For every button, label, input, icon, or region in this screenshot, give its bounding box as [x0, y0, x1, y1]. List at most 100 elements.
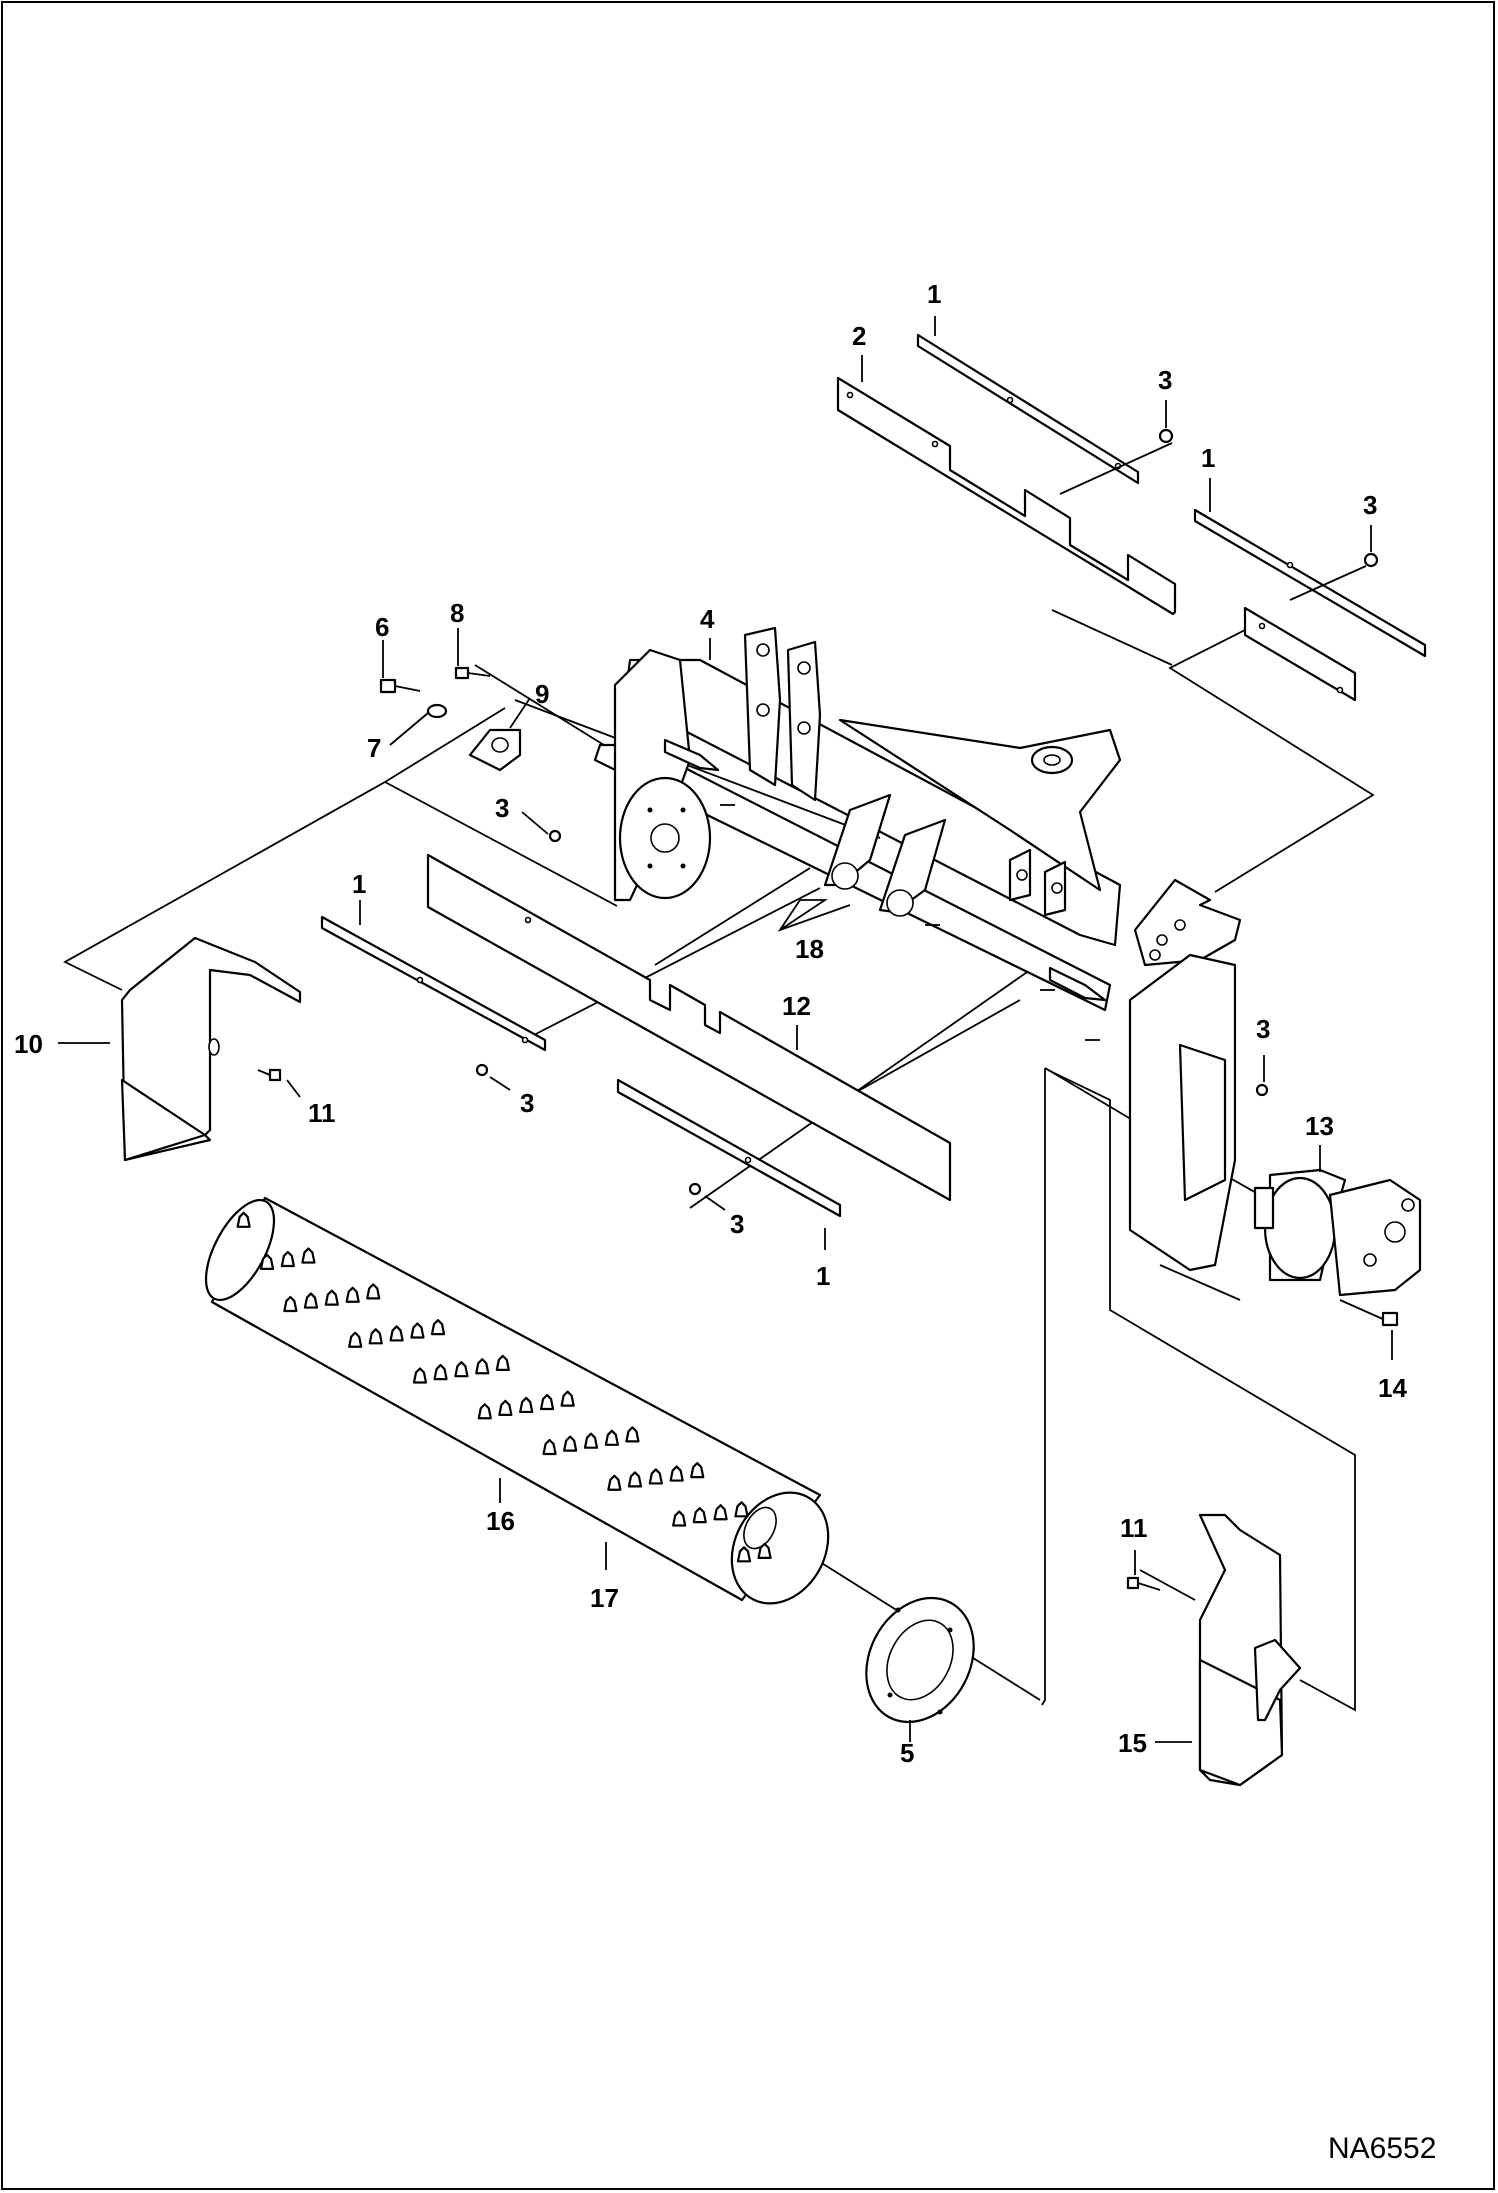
cutter-tooth	[348, 1331, 363, 1348]
callout-4: 4	[700, 604, 715, 634]
assembly-lines	[63, 442, 1375, 1712]
callouts: 1 2 3 1 3 6 8 4 9 7 3 1 18 12 10 11 3 3 …	[14, 279, 1407, 1768]
shield-part-15	[1198, 1513, 1302, 1787]
cutter-tooth	[366, 1283, 381, 1300]
cutter-tooth	[607, 1474, 622, 1491]
cutter-tooth	[690, 1462, 705, 1479]
callout-15: 15	[1118, 1728, 1147, 1758]
cutter-tooth	[301, 1247, 316, 1264]
callout-1-top: 1	[927, 279, 941, 309]
cutter-tooth	[757, 1542, 772, 1559]
right-end-plate	[1128, 953, 1237, 1272]
callout-13: 13	[1305, 1111, 1334, 1141]
callout-3-left: 3	[495, 793, 509, 823]
cutter-tooth	[303, 1292, 319, 1309]
nut-3f	[1255, 1083, 1269, 1097]
bolt-part-11-left	[257, 1068, 282, 1082]
cutter-tooth	[345, 1286, 360, 1303]
strip-part-1-top	[916, 333, 1140, 485]
callout-3-low: 3	[730, 1209, 744, 1239]
washer-part-7	[426, 703, 448, 719]
callout-9: 9	[535, 679, 549, 709]
cutter-tooth	[563, 1435, 578, 1452]
cutter-tooth	[368, 1328, 383, 1345]
cutter-tooth	[648, 1468, 663, 1485]
callout-8: 8	[450, 598, 464, 628]
callout-3-motor: 3	[1256, 1014, 1270, 1044]
skirt-part-2	[836, 376, 1177, 616]
callout-11-left: 11	[308, 1098, 336, 1128]
cutter-tooth	[477, 1403, 492, 1420]
cutter-tooth	[539, 1393, 555, 1411]
bolt-part-6	[379, 678, 421, 694]
cutter-tooth	[542, 1438, 557, 1456]
bolt-part-8	[454, 666, 491, 680]
callout-10: 10	[14, 1029, 43, 1059]
cutter-tooth	[736, 1546, 752, 1563]
cutter-tooth	[475, 1358, 490, 1375]
callout-1-low: 1	[816, 1261, 830, 1291]
strip-part-1-mid	[320, 915, 547, 1052]
cutter-tooth	[283, 1295, 298, 1313]
callout-11-right: 11	[1120, 1513, 1148, 1543]
cutter-tooth	[627, 1471, 643, 1488]
cutter-tooth	[389, 1325, 404, 1342]
motor-part-13	[1253, 1168, 1422, 1297]
bearing-part-9	[468, 728, 522, 772]
callout-5: 5	[900, 1738, 914, 1768]
callout-16: 16	[486, 1506, 515, 1536]
nut-3d	[475, 1063, 489, 1077]
callout-2: 2	[852, 321, 866, 351]
cutter-tooth	[495, 1354, 510, 1371]
cutter-tooth	[412, 1367, 428, 1384]
callout-3-top: 3	[1158, 365, 1172, 395]
nut-3e	[688, 1182, 702, 1196]
cutter-tooth	[734, 1501, 749, 1518]
callout-6: 6	[375, 612, 389, 642]
shield-part-10	[120, 936, 302, 1162]
cutter-tooth	[433, 1363, 448, 1381]
cutter-tooth	[604, 1429, 619, 1446]
cutter-tooth	[410, 1322, 425, 1339]
cutter-tooth	[560, 1390, 575, 1407]
cutter-tooth	[454, 1361, 469, 1378]
callout-leaders	[58, 316, 1393, 1743]
cutter-tooth	[583, 1432, 599, 1449]
cutter-tooth	[669, 1465, 684, 1482]
callout-1-right: 1	[1201, 443, 1215, 473]
bolt-part-14	[1339, 1299, 1399, 1327]
cutter-tooth	[259, 1253, 275, 1270]
cutter-tooth	[672, 1510, 687, 1527]
cutter-tooth	[324, 1289, 339, 1306]
drawing-code: NA6552	[1328, 2132, 1436, 2165]
cutter-tooth	[236, 1211, 251, 1228]
bolt-part-11-right	[1126, 1576, 1161, 1591]
cutter-tooth	[280, 1250, 295, 1268]
ring-part-5	[865, 1596, 975, 1724]
callout-1-mid: 1	[352, 869, 366, 899]
cutter-tooth	[498, 1399, 513, 1416]
callout-7: 7	[367, 733, 381, 763]
callout-17: 17	[590, 1583, 619, 1613]
callout-18: 18	[795, 934, 824, 964]
cutter-tooth	[625, 1426, 640, 1443]
nut-3b	[1363, 552, 1379, 568]
callout-3-mid: 3	[520, 1088, 534, 1118]
cutter-tooth	[519, 1396, 534, 1414]
plate-right-back	[1243, 606, 1357, 702]
nut-3c	[548, 829, 562, 843]
cutter-tooth	[713, 1504, 728, 1521]
strip-part-1-low	[616, 1078, 842, 1218]
cutter-tooth	[692, 1507, 707, 1524]
callout-12: 12	[782, 991, 811, 1021]
callout-14: 14	[1378, 1373, 1407, 1403]
strip-part-1-right	[1193, 508, 1427, 658]
callout-3-right: 3	[1363, 490, 1377, 520]
cutter-tooth	[430, 1319, 446, 1336]
skirt-part-12	[426, 853, 952, 1202]
main-frame-part-4	[593, 626, 1242, 1041]
cutting-teeth-part-17	[236, 1211, 772, 1563]
nut-3a	[1158, 428, 1174, 444]
